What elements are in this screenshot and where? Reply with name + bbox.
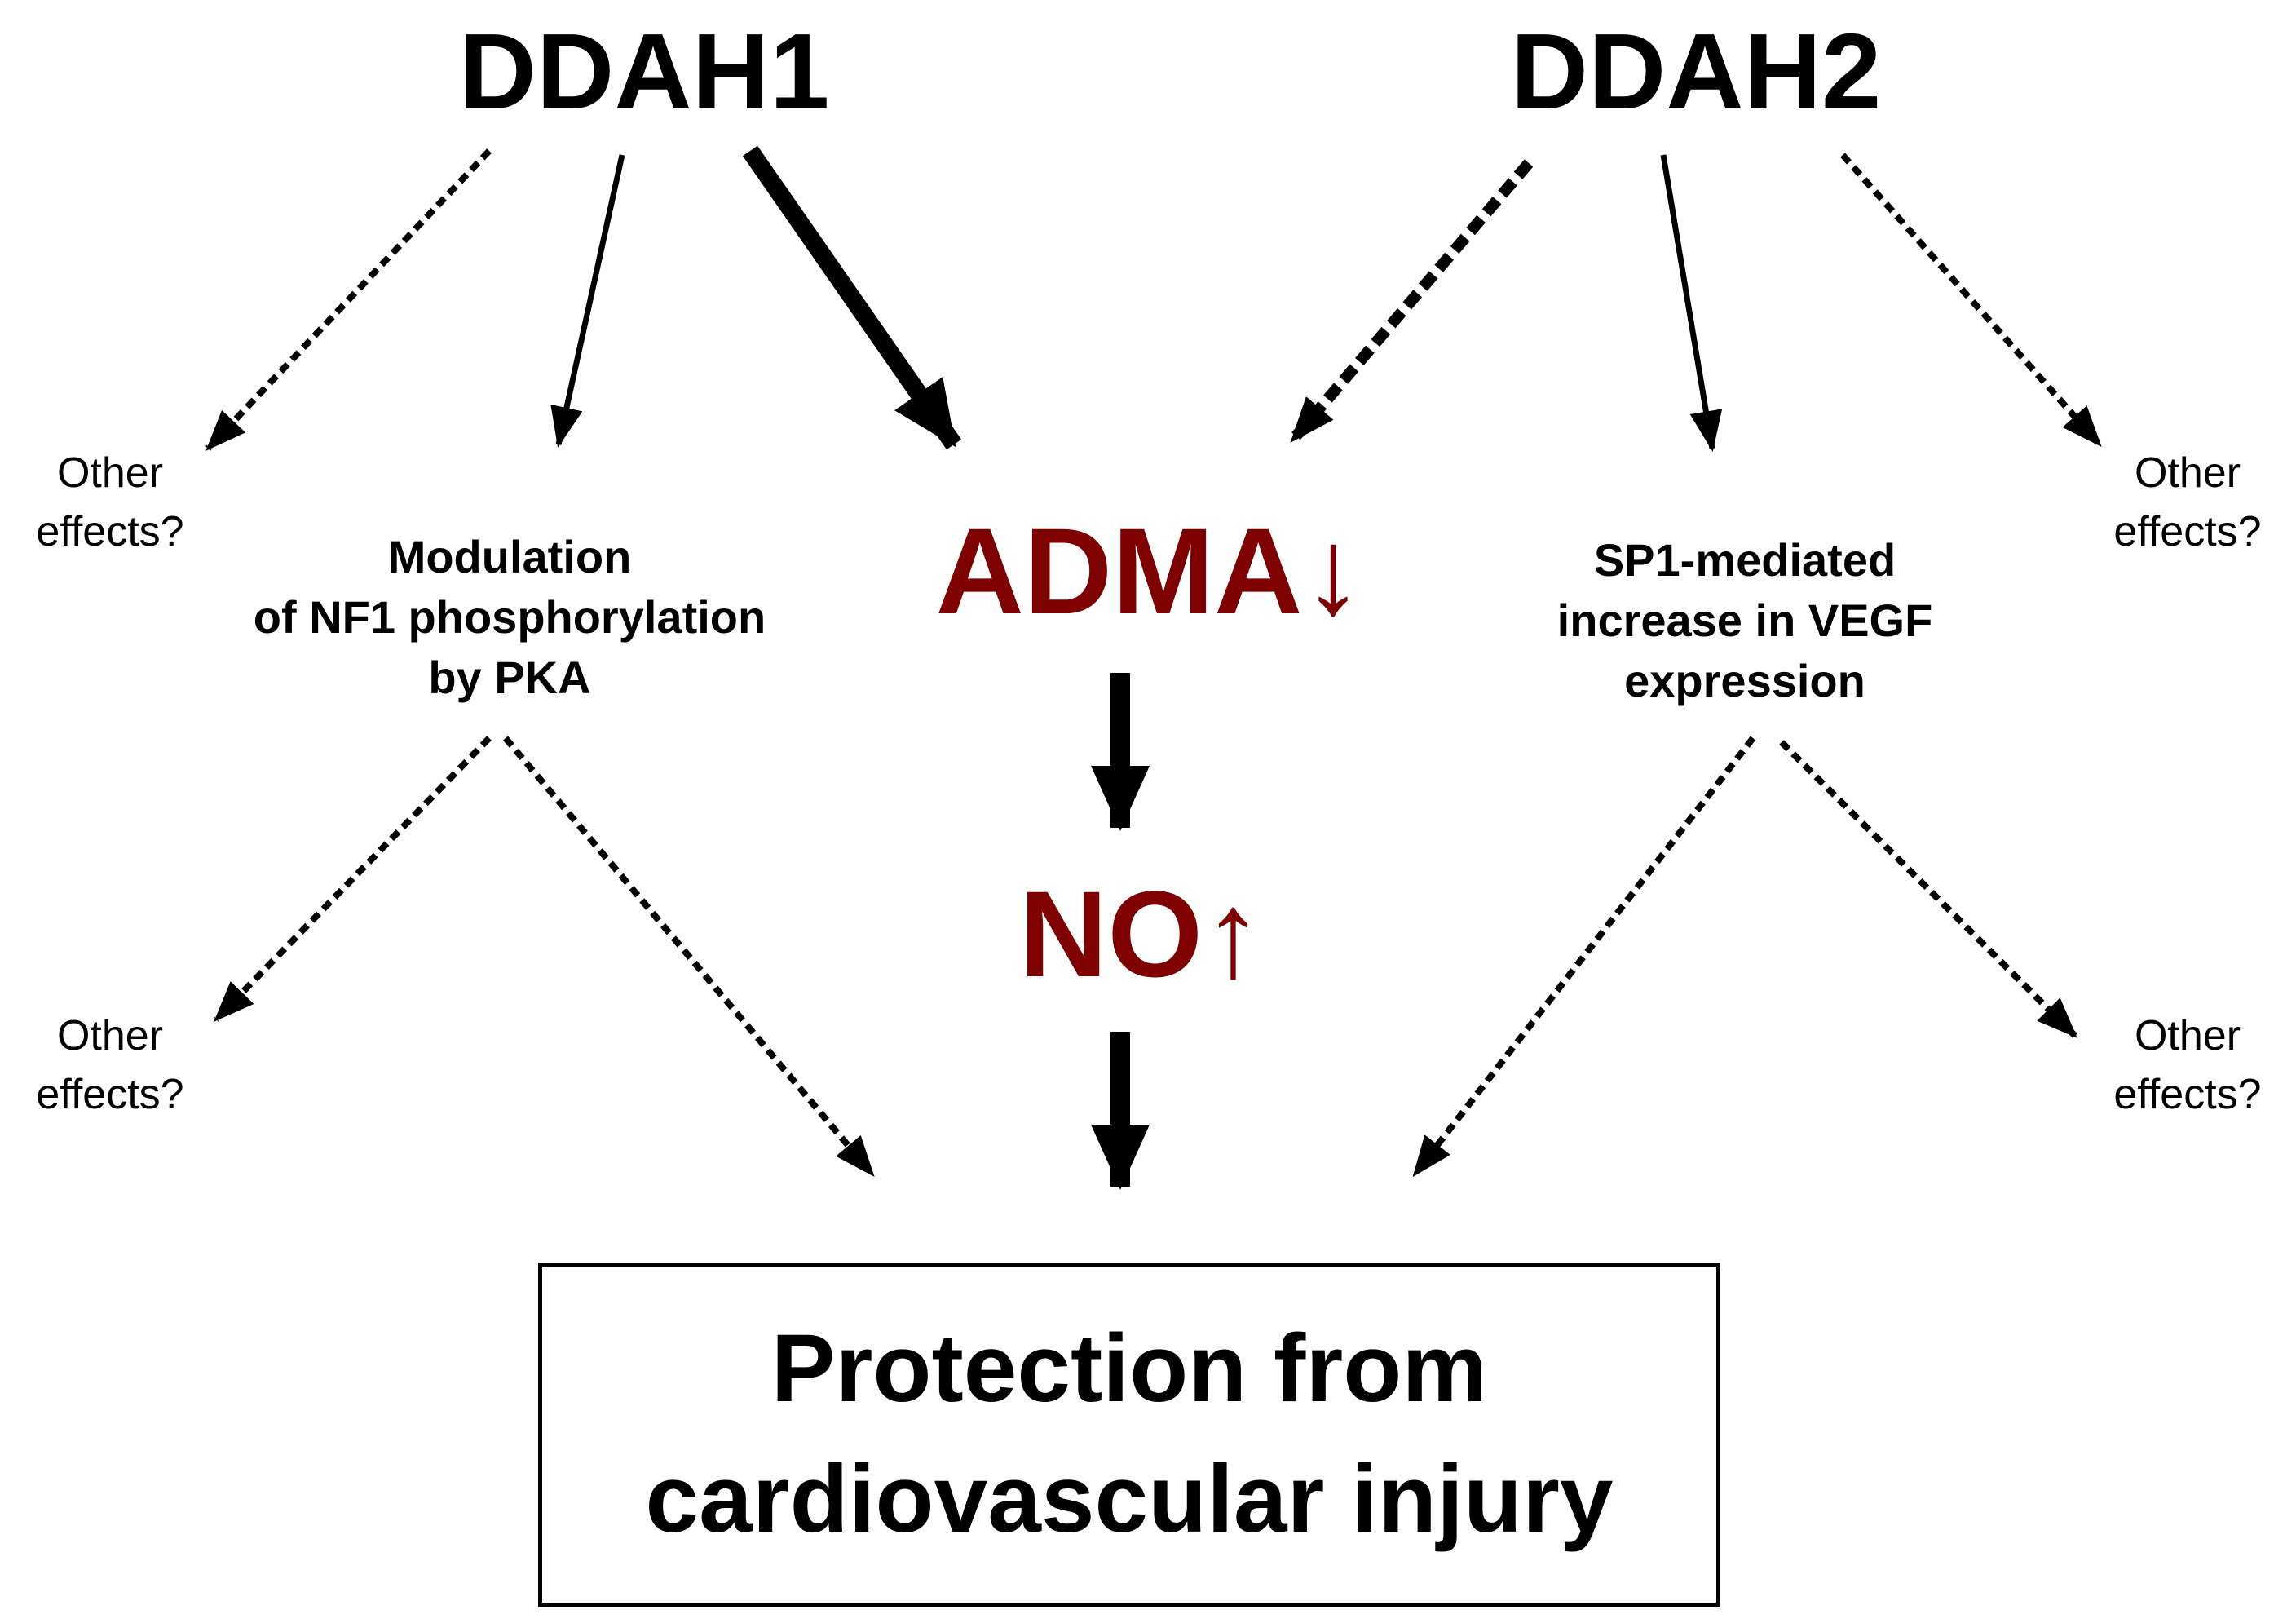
adma-label: ADMA↓ [935, 502, 1364, 639]
adma-decrease-indicator: ↓ [1302, 502, 1364, 639]
nf1-to-other-effects-arrow [214, 736, 492, 1022]
no-increase-indicator: ↑ [1203, 865, 1264, 1002]
nf1-to-protection-arrow [502, 736, 876, 1178]
outcome-text: Protection from cardiovascular injury [645, 1315, 1614, 1553]
nf1-phosphorylation-mechanism: Modulation of NF1 phosphorylation by PKA [253, 531, 766, 703]
vegf-expression-mechanism: SP1-mediated increase in VEGF expression [1556, 534, 1933, 706]
ddah1-to-nf1-modulation-arrow [550, 154, 625, 448]
ddah2-to-adma-arrow [1287, 159, 1534, 444]
ddah1-to-other-effects-arrow [205, 148, 492, 451]
ddah1-to-adma-arrow [742, 145, 962, 450]
ddah2-label: DDAH2 [1510, 11, 1882, 131]
outcome-box: Protection from cardiovascular injury [538, 1263, 1720, 1607]
ddah1-label: DDAH1 [458, 11, 830, 131]
ddah2-to-other-effects-arrow [1840, 153, 2102, 447]
vegf-to-protection-arrow [1411, 736, 1756, 1178]
no-label: NO↑ [1019, 865, 1264, 1002]
ddah2-to-vegf-arrow [1660, 154, 1723, 452]
vegf-to-other-effects-arrow [1779, 740, 2077, 1038]
